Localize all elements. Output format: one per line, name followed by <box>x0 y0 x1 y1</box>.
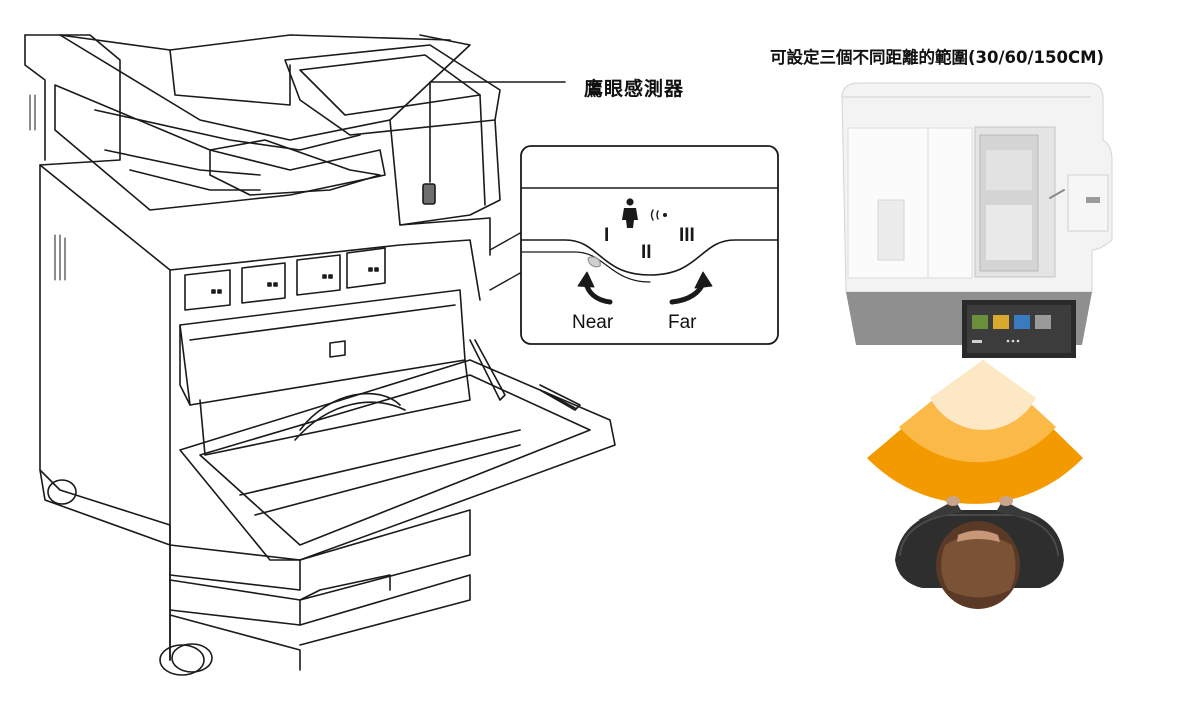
printer-body <box>24 34 616 676</box>
far-label: Far <box>668 312 697 333</box>
person-top-view <box>895 496 1064 609</box>
sensor-label: 鷹眼感測器 <box>584 78 685 100</box>
dial-position-3: III <box>679 225 695 246</box>
sensor-callout-line <box>429 81 566 183</box>
top-view-printer <box>841 82 1113 504</box>
dial-zoom-box <box>489 145 779 345</box>
dial-position-2: II <box>641 242 652 263</box>
person-sensor-icon <box>622 198 667 228</box>
range-title: 可設定三個不同距離的範圍(30/60/150CM) <box>770 48 1105 67</box>
dial-position-1: I <box>604 225 609 246</box>
near-label: Near <box>572 312 614 333</box>
